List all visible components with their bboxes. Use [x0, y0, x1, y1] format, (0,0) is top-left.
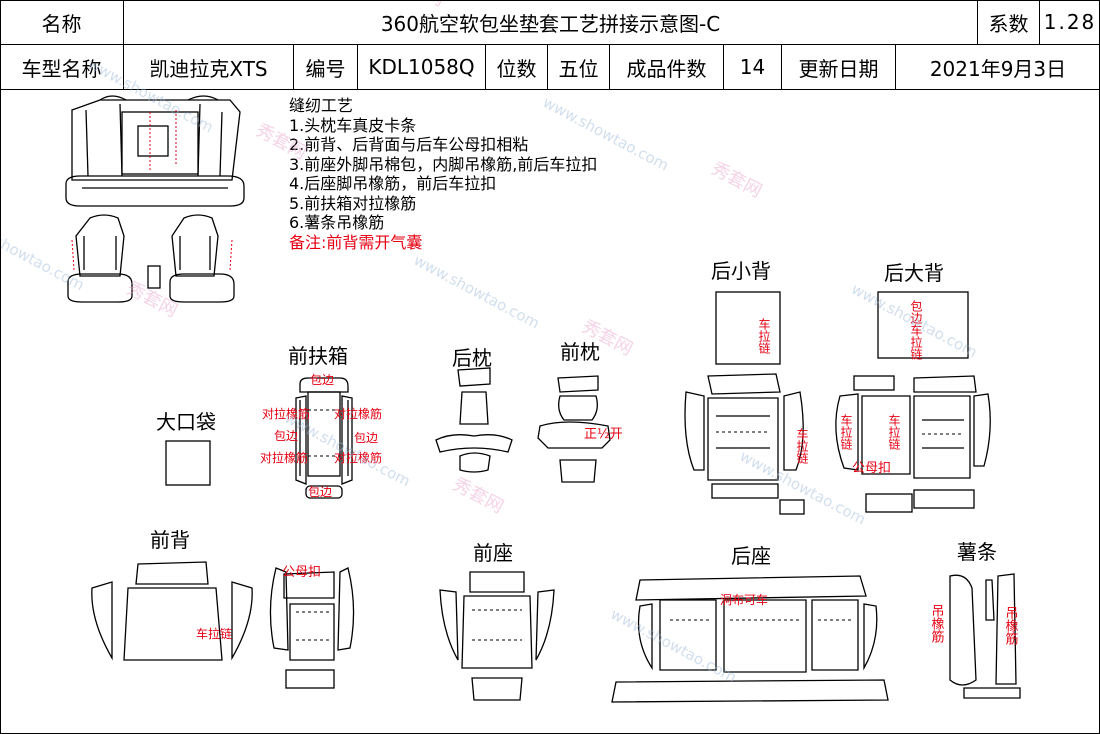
armrest-binding-left: 包边	[274, 429, 298, 443]
note-item: 3.前座外脚吊棉包，内脚吊橡筋,前后车拉扣	[289, 154, 598, 174]
front-back-snap: 公母扣	[282, 565, 321, 580]
note-item: 6.薯条吊橡筋	[289, 213, 385, 232]
fries-pieces	[949, 573, 1021, 699]
armrest-pull-left-top: 对拉橡筋	[262, 406, 310, 421]
note-item: 4.后座脚吊橡筋，前后车拉扣	[289, 174, 497, 193]
label-front-back: 前背	[150, 528, 190, 552]
date-value: 2021年9月3日	[896, 45, 1100, 90]
armrest-binding-right: 包边	[354, 431, 378, 445]
date-label: 更新日期	[782, 45, 896, 90]
front-back-pieces	[91, 561, 355, 689]
armrest-pull-right-top: 对拉橡筋	[334, 406, 382, 421]
page-title: 360航空软包坐垫套工艺拼接示意图-C	[124, 0, 978, 45]
coef-label: 系数	[978, 0, 1040, 45]
front-headrest-slit: 正½开	[584, 427, 623, 442]
code-label: 编号	[294, 45, 358, 90]
rear-big-back-snap: 公母扣	[852, 461, 891, 476]
seats-value: 五位	[548, 45, 610, 90]
rear-big-back-zip-right: 车拉链	[887, 413, 901, 450]
rear-big-back-pieces	[835, 291, 991, 513]
label-front-seat: 前座	[473, 541, 513, 565]
armrest-pull-left-bottom: 对拉橡筋	[260, 450, 308, 465]
label-fries: 薯条	[957, 540, 997, 564]
label-rear-seat: 后座	[731, 544, 771, 568]
code-value: KDL1058Q	[358, 45, 486, 90]
rear-small-back-zip: 车拉链	[757, 317, 771, 354]
label-front-headrest: 前枕	[560, 340, 600, 364]
rear-seat-hole: 洞布可车	[720, 592, 768, 607]
rear-seat-pieces	[611, 575, 889, 703]
armrest-binding-top: 包边	[310, 373, 334, 387]
sewing-notes: 缝纫工艺 1.头枕车真皮卡条 2.前背、后背面与后车公母扣相粘 3.前座外脚吊棉…	[289, 96, 597, 252]
notes-remark: 备注:前背需开气囊	[289, 232, 423, 252]
note-item: 1.头枕车真皮卡条	[289, 115, 417, 135]
label-big-pocket: 大口袋	[156, 410, 216, 434]
header-table: 名称 360航空软包坐垫套工艺拼接示意图-C 系数 1.28 车型名称 凯迪拉克…	[0, 0, 1100, 90]
rear-big-back-binding-zip: 包边车拉链	[909, 300, 923, 360]
coef-value: 1.28	[1040, 0, 1100, 45]
rear-small-back-pieces	[684, 291, 805, 515]
rear-headrest-pieces	[435, 367, 513, 473]
front-armrest-pieces	[295, 377, 353, 499]
note-item: 5.前扶箱对拉橡筋	[289, 193, 417, 213]
label-front-armrest: 前扶箱	[288, 344, 348, 368]
note-item: 2.前背、后背面与后车公母扣相粘	[289, 135, 529, 154]
seats-label: 位数	[486, 45, 548, 90]
label-rear-big-back: 后大背	[884, 261, 944, 285]
name-label: 名称	[0, 0, 124, 45]
fries-left-note: 吊橡筋	[929, 604, 945, 643]
rear-big-back-zip-left: 车拉链	[839, 413, 853, 450]
rear-small-back-zip-side: 车拉链	[795, 427, 809, 464]
label-rear-small-back: 后小背	[711, 259, 771, 283]
big-pocket-piece	[165, 440, 211, 486]
model-value: 凯迪拉克XTS	[124, 45, 294, 90]
front-headrest-pieces	[537, 375, 611, 483]
fries-right-note: 吊橡筋	[1003, 606, 1019, 645]
thumb-front-seats	[67, 214, 235, 303]
pieces-value: 14	[724, 45, 782, 90]
armrest-pull-right-bottom: 对拉橡筋	[334, 450, 382, 465]
pieces-label: 成品件数	[610, 45, 724, 90]
armrest-binding-bottom: 包边	[308, 485, 332, 499]
front-back-zip: 车拉链	[196, 626, 232, 641]
model-label: 车型名称	[0, 45, 124, 90]
thumb-rear-bench	[65, 95, 245, 207]
front-seat-pieces	[439, 571, 555, 701]
notes-heading: 缝纫工艺	[289, 96, 354, 115]
label-rear-headrest: 后枕	[452, 346, 492, 370]
